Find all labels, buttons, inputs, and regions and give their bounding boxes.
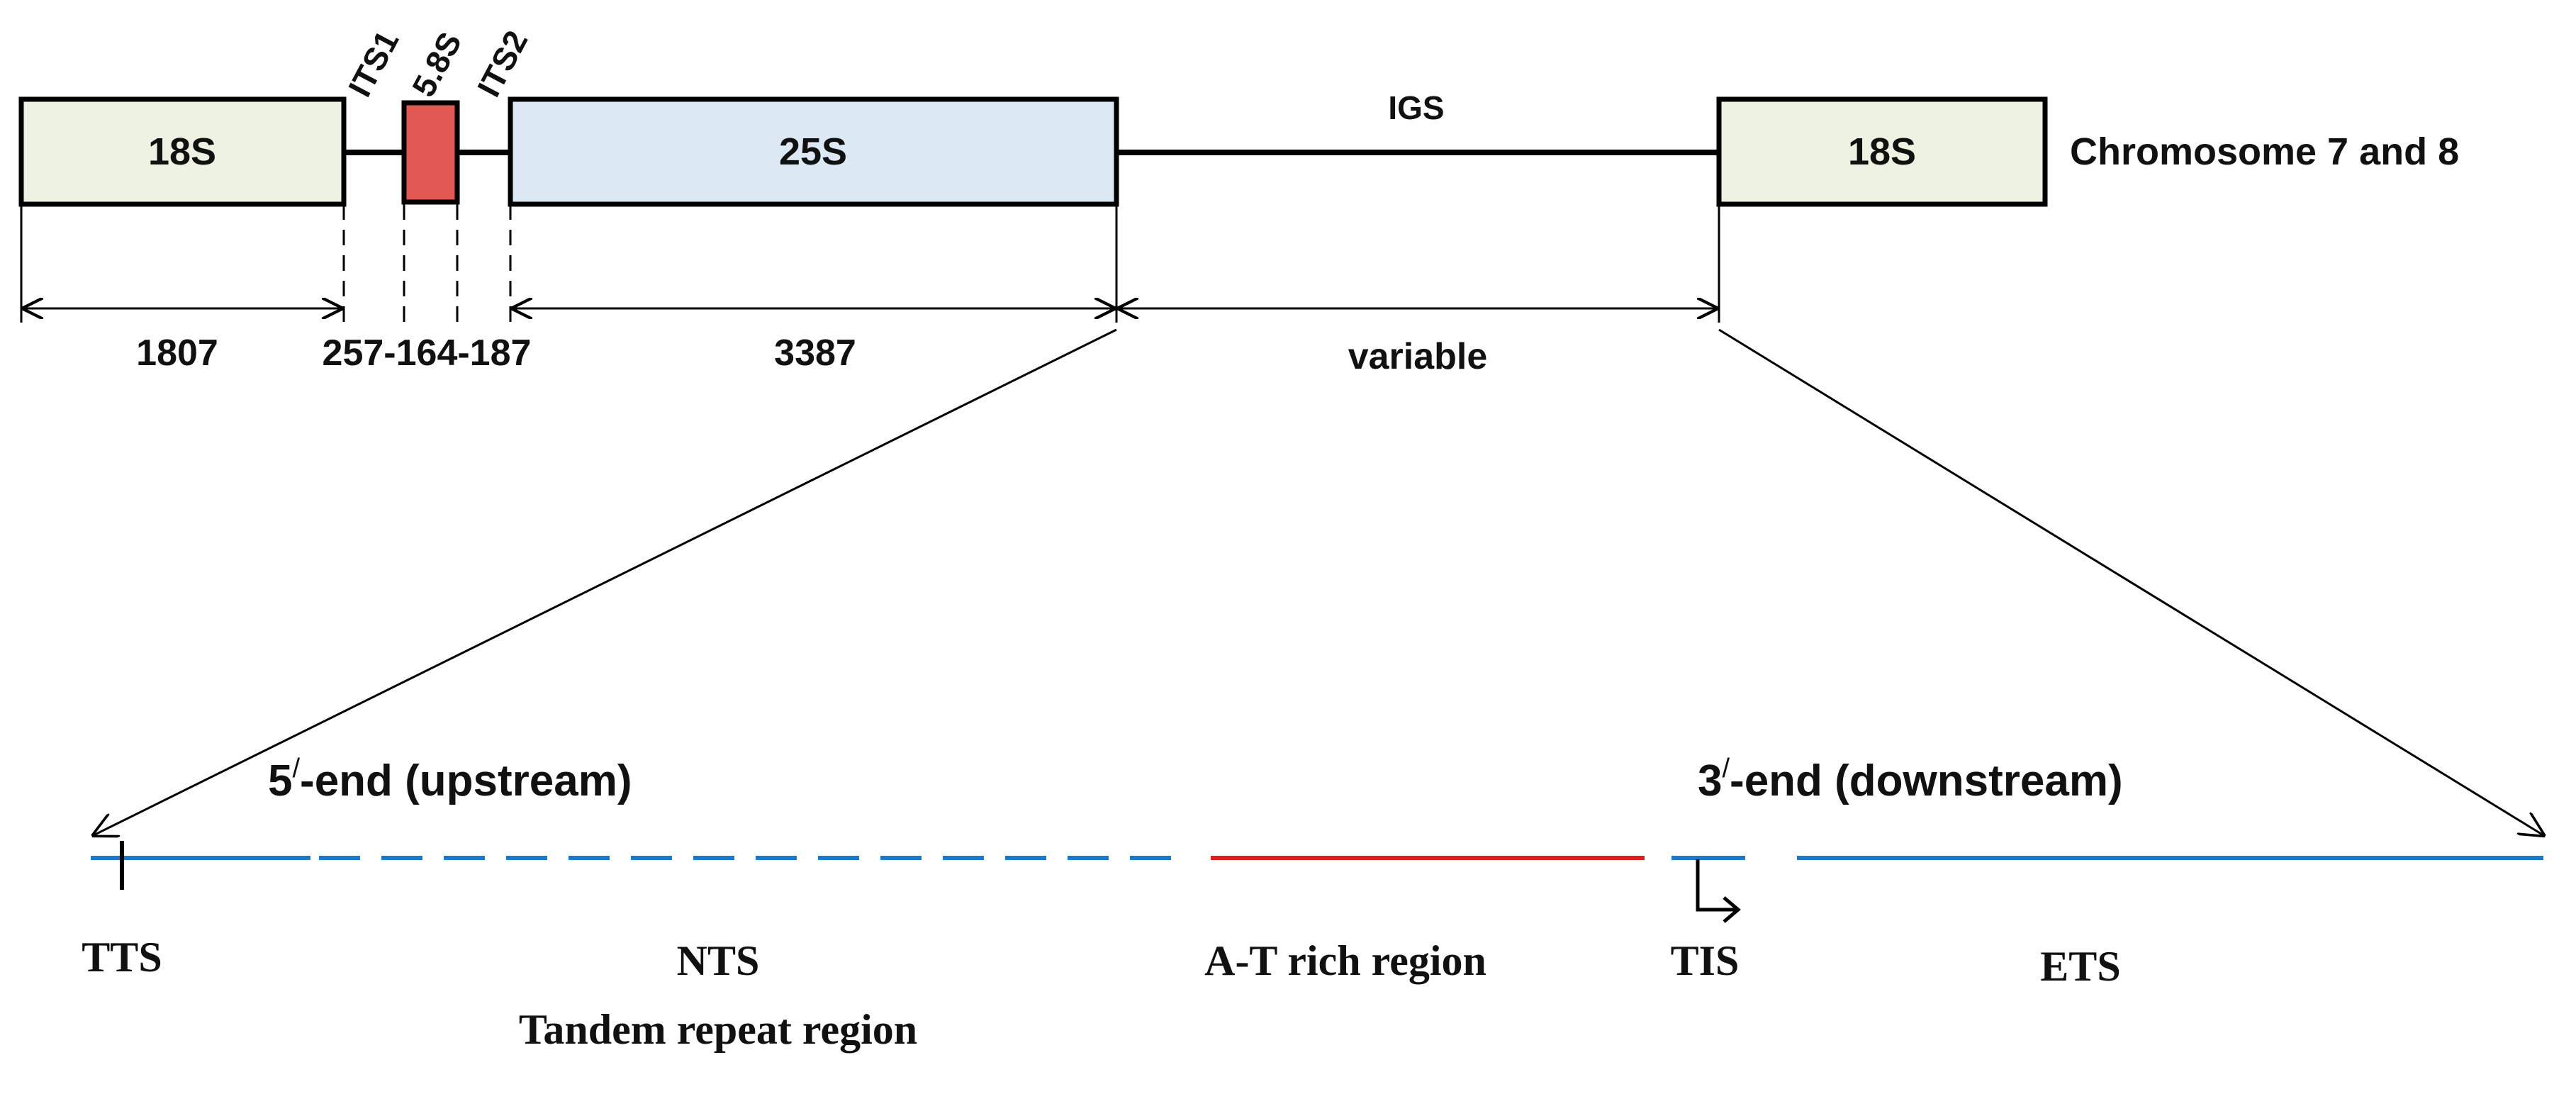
zoom-line-right	[1718, 328, 2543, 835]
s58-label: 5.8S	[405, 26, 469, 103]
igs-label: IGS	[1388, 89, 1444, 126]
box-18s-right	[1716, 96, 2048, 207]
five-prime-end-label: 5/-end (upstream)	[268, 754, 632, 805]
tis-arrow-icon	[1696, 859, 1735, 912]
box-25s	[508, 96, 1119, 207]
zoom-line-left	[94, 328, 1117, 835]
nts-label: NTS	[677, 937, 760, 984]
gene-map: 18S 25S 18S ITS1 5.8S ITS2 IGS Chromosom…	[18, 24, 2459, 377]
tts-label: TTS	[82, 934, 162, 981]
length-igs: variable	[1348, 336, 1488, 377]
length-its-58s-its: 257-164-187	[323, 333, 532, 374]
ets-label: ETS	[2040, 943, 2120, 990]
its1-label: ITS1	[341, 24, 406, 102]
box-5-8s	[401, 100, 460, 205]
three-prime-end-label: 3/-end (downstream)	[1698, 754, 2123, 805]
box-18s-left-label: 18S	[148, 130, 216, 173]
box-25s-label: 25S	[779, 130, 847, 173]
chromosome-label: Chromosome 7 and 8	[2070, 130, 2459, 173]
length-25s: 3387	[774, 333, 856, 374]
igs-detail: 5/-end (upstream) 3/-end (downstream) TT…	[82, 754, 2543, 1053]
tis-label: TIS	[1671, 937, 1740, 984]
box-18s-right-label: 18S	[1848, 130, 1916, 173]
box-18s-left	[18, 96, 347, 207]
length-18s: 1807	[136, 333, 218, 374]
tis-arrowhead-icon	[1723, 896, 1741, 923]
its2-label: ITS2	[470, 24, 535, 102]
tandem-repeat-label: Tandem repeat region	[519, 1006, 917, 1053]
at-rich-label: A-T rich region	[1204, 937, 1486, 984]
